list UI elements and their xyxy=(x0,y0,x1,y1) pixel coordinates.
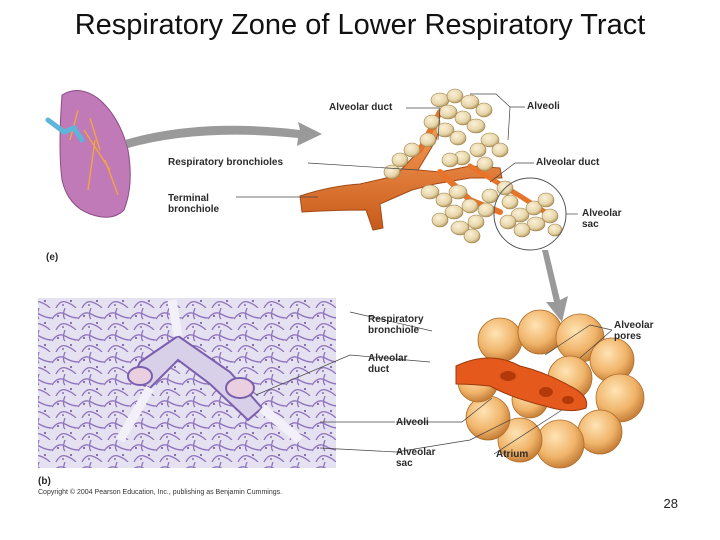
bronchiole-tree xyxy=(300,108,545,230)
label-alveoli-top: Alveoli xyxy=(527,101,560,112)
label-alveolar-sac-bottom-line1: Alveolar xyxy=(396,447,435,458)
label-alveolar-duct-bottom-line1: Alveolar xyxy=(368,353,407,364)
page-number: 28 xyxy=(664,496,678,511)
label-alveolar-duct-right: Alveolar duct xyxy=(536,157,599,168)
panel-label-b: (b) xyxy=(38,476,51,487)
histology-micrograph xyxy=(38,298,336,468)
label-alveolar-duct-top: Alveolar duct xyxy=(329,102,392,113)
label-alveolar-sac-top-line2: sac xyxy=(582,219,599,230)
label-alveolar-sac-bottom-line2: sac xyxy=(396,458,413,469)
label-respiratory-bronchiole-line1: Respiratory xyxy=(368,314,424,325)
copyright-notice: Copyright © 2004 Pearson Education, Inc.… xyxy=(38,489,282,496)
label-alveolar-duct-bottom-line2: duct xyxy=(368,364,389,375)
label-alveolar-sac-top-line1: Alveolar xyxy=(582,208,621,219)
label-respiratory-bronchioles: Respiratory bronchioles xyxy=(168,157,283,168)
label-alveoli-bottom: Alveoli xyxy=(396,417,429,428)
label-terminal-bronchiole-line2: bronchiole xyxy=(168,204,219,215)
label-alveolar-pores-line1: Alveolar xyxy=(614,320,653,331)
lung-thumbnail xyxy=(48,91,130,218)
label-terminal-bronchiole-line1: Terminal xyxy=(168,193,209,204)
label-respiratory-bronchiole-line2: bronchiole xyxy=(368,325,419,336)
label-alveolar-pores-line2: pores xyxy=(614,331,641,342)
panel-label-e: (e) xyxy=(46,252,58,263)
zoom-arrow-top xyxy=(125,122,322,148)
label-atrium: Atrium xyxy=(496,449,528,460)
